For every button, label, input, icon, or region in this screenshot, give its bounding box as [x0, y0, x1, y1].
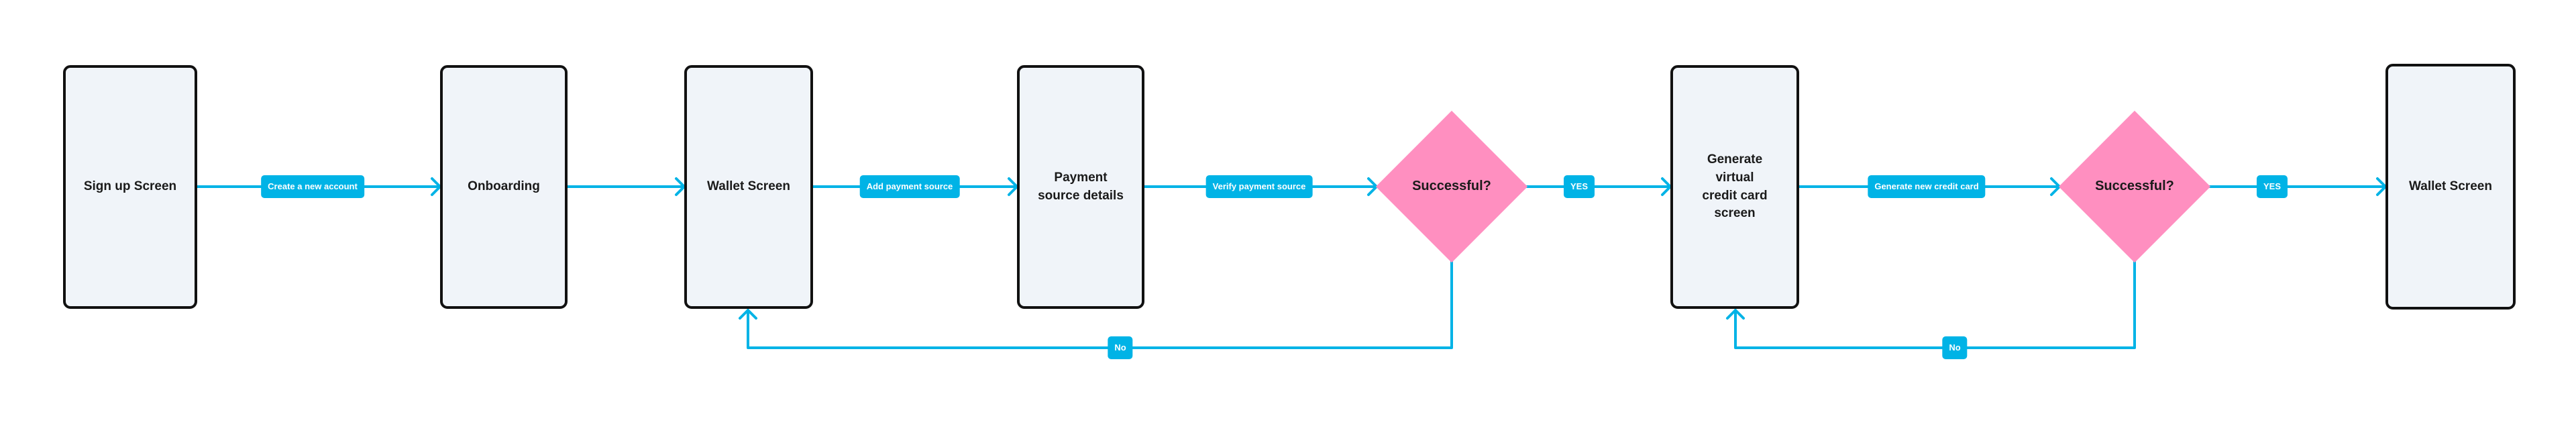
node-label: Payment source details — [1038, 170, 1124, 203]
node-label: Sign up Screen — [83, 179, 177, 194]
edge-label-verify-payment: Verify payment source — [1205, 175, 1313, 198]
edge-decision1-no-loop — [747, 261, 1453, 349]
edge-decision2-no-loop — [1734, 261, 2136, 349]
edge-label-yes: YES — [2256, 175, 2288, 198]
edge-label-create-account: Create a new account — [261, 175, 364, 198]
node-label: Wallet Screen — [707, 179, 790, 194]
onboarding-screen-node[interactable]: Onboarding — [440, 65, 568, 309]
signup-screen-node[interactable]: Sign up Screen — [63, 65, 197, 309]
payment-details-screen-node[interactable]: Payment source details — [1017, 65, 1144, 309]
node-label: Wallet Screen — [2409, 179, 2492, 193]
decision-label: Successful? — [1412, 179, 1491, 193]
edge-label-no: No — [1942, 336, 1968, 359]
edge-label-add-payment: Add payment source — [859, 175, 960, 198]
node-label: Onboarding — [468, 179, 540, 194]
generate-card-screen-node[interactable]: Generate virtual credit card screen — [1670, 65, 1799, 309]
arrowhead — [1726, 309, 1745, 320]
node-label: Generate virtual credit card screen — [1702, 152, 1768, 221]
wallet-final-screen-node[interactable]: Wallet Screen — [2385, 64, 2516, 310]
edge-label-yes: YES — [1563, 175, 1595, 198]
decision-label: Successful? — [2095, 179, 2174, 193]
arrowhead — [739, 309, 757, 320]
edge-label-generate-card: Generate new credit card — [1868, 175, 1986, 198]
wallet-screen-node[interactable]: Wallet Screen — [684, 65, 813, 309]
edge-label-no: No — [1108, 336, 1133, 359]
